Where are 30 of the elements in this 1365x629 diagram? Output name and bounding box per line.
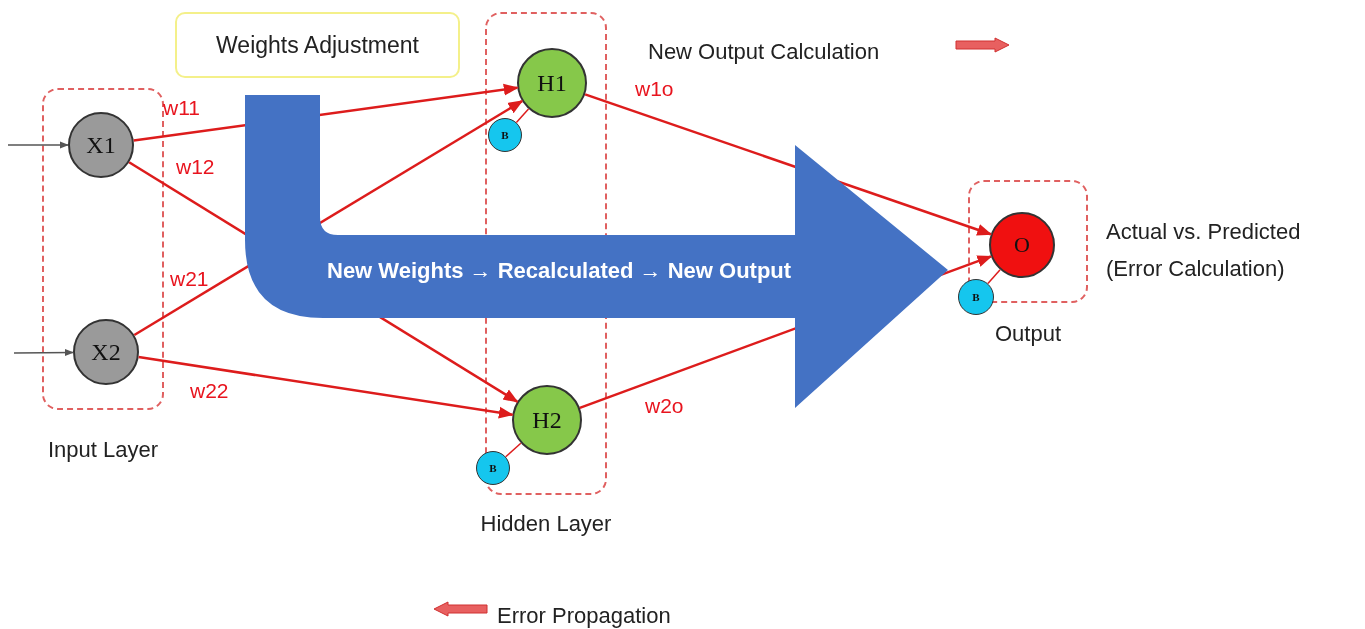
arrow <box>579 255 993 410</box>
bias-circle: B <box>958 279 994 315</box>
weight-label: w2o <box>645 395 684 416</box>
arrow <box>13 348 74 357</box>
neuron-circle: O <box>989 212 1055 278</box>
arrow <box>138 355 514 419</box>
neuron-circle: X2 <box>73 319 139 385</box>
arrow-caption: New Weights → Recalculated → New Output <box>327 257 792 285</box>
weight-label: w11 <box>163 97 200 118</box>
arrow <box>128 161 519 403</box>
arrow <box>133 83 519 142</box>
weight-label: w12 <box>176 156 215 177</box>
bias-circle: B <box>488 118 522 152</box>
bias-circle: B <box>476 451 510 485</box>
annotation-label: New Output Calculation <box>648 38 880 66</box>
layer-label: Output <box>995 321 1061 347</box>
arrow <box>584 93 993 236</box>
annotation-text: Actual vs. Predicted (Error Calculation) <box>1106 218 1302 283</box>
arrow <box>133 100 524 337</box>
weight-label: w21 <box>170 268 209 289</box>
weight-label: w1o <box>635 78 674 99</box>
annotation-label: Error Propagation <box>497 602 671 629</box>
neuron-circle: X1 <box>68 112 134 178</box>
label-box: Weights Adjustment <box>175 12 460 78</box>
layer-label: Input Layer <box>47 437 159 463</box>
neuron-circle: H2 <box>512 385 582 455</box>
neuron-circle: H1 <box>517 48 587 118</box>
layer-label: Hidden Layer <box>480 511 612 537</box>
weight-label: w22 <box>190 380 229 401</box>
arrow <box>7 141 69 149</box>
